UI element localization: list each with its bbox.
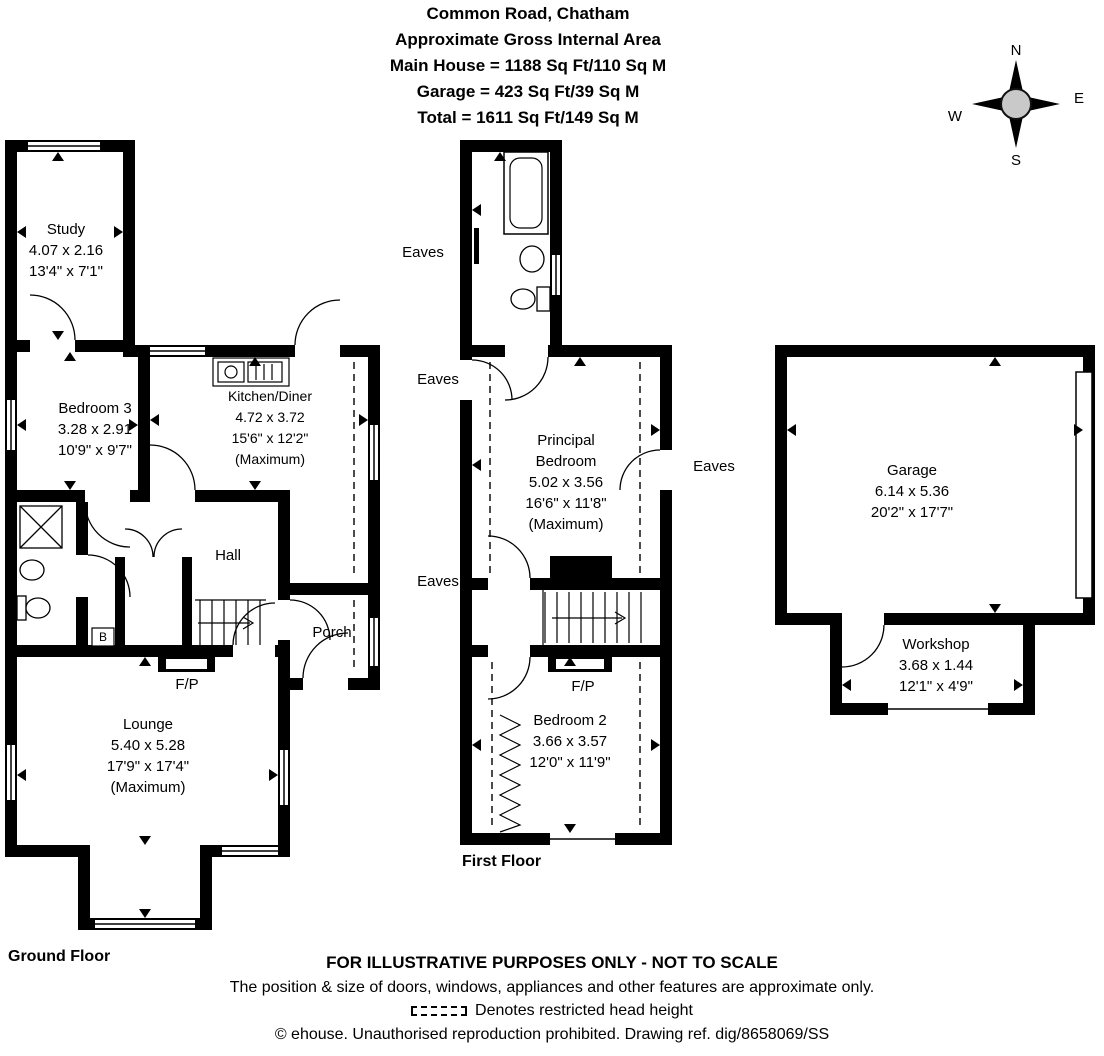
room-dim-imperial: 20'2" x 17'7" xyxy=(870,504,954,521)
room-name: Bedroom xyxy=(535,453,597,470)
room-note: (Maximum) xyxy=(235,451,305,467)
room-name: Garage xyxy=(886,462,938,479)
room-dim-metric: 4.72 x 3.72 xyxy=(235,409,305,425)
room-label-workshop: Workshop 3.68 x 1.44 12'1" x 4'9" xyxy=(856,634,1016,697)
fireplace-gf-icon xyxy=(158,645,215,672)
footer-disclaimer: FOR ILLUSTRATIVE PURPOSES ONLY - NOT TO … xyxy=(326,953,778,972)
restricted-head-height-icon xyxy=(411,1005,468,1016)
footer-legend-text: Denotes restricted head height xyxy=(475,1002,693,1019)
wardrobe-zigzag xyxy=(498,714,522,833)
gf-windows xyxy=(7,142,378,928)
room-note: (Maximum) xyxy=(528,516,604,533)
room-label-bedroom2: Bedroom 2 3.66 x 3.57 12'0" x 11'9" xyxy=(490,710,650,773)
toilet-gf-icon xyxy=(16,595,51,621)
garage-door-panel xyxy=(1075,371,1093,599)
ff-measure-markers xyxy=(472,152,660,833)
room-label-lounge: Lounge 5.40 x 5.28 17'9" x 17'4" (Maximu… xyxy=(68,714,228,798)
gf-staircase xyxy=(195,599,266,645)
room-name: Lounge xyxy=(122,716,174,733)
compass-s-label: S xyxy=(1010,152,1021,169)
header-area-garage: Garage = 423 Sq Ft/39 Sq M xyxy=(416,82,640,101)
room-dim-imperial: 12'0" x 11'9" xyxy=(529,754,611,771)
garage-plan xyxy=(775,345,1095,715)
fireplace-label-gf: F/P xyxy=(175,676,199,693)
room-dim-metric: 4.07 x 2.16 xyxy=(28,242,104,259)
room-dim-imperial: 16'6" x 11'8" xyxy=(525,495,607,512)
basin-gf-icon xyxy=(19,559,45,581)
garage-measure-markers xyxy=(787,357,1083,691)
gf-measure-markers xyxy=(17,152,368,918)
room-name: Kitchen/Diner xyxy=(227,388,313,404)
kitchen-sink-icon xyxy=(212,357,290,387)
garage-door-arcs xyxy=(841,624,885,668)
room-label-study: Study 4.07 x 2.16 13'4" x 7'1" xyxy=(6,219,126,282)
boiler-icon xyxy=(91,627,115,647)
room-note: (Maximum) xyxy=(110,779,186,796)
compass-e-label: E xyxy=(1073,90,1084,107)
room-name: Principal xyxy=(537,432,595,449)
toilet-ff-icon xyxy=(510,286,551,312)
ff-restricted-height-lines xyxy=(489,362,641,830)
eaves-label-4: Eaves xyxy=(693,458,735,475)
room-dim-imperial: 10'9" x 9'7" xyxy=(58,442,132,459)
room-dim-metric: 3.68 x 1.44 xyxy=(898,657,974,674)
bathtub-icon xyxy=(503,151,549,235)
first-floor-label: First Floor xyxy=(462,853,542,870)
footer-approx-note: The position & size of doors, windows, a… xyxy=(229,979,875,996)
first-floor-plan xyxy=(460,140,672,845)
room-name: Bedroom 2 xyxy=(533,712,607,729)
room-dim-imperial: 17'9" x 17'4" xyxy=(106,758,190,775)
room-label-bedroom3: Bedroom 3 3.28 x 2.91 10'9" x 9'7" xyxy=(25,398,165,461)
eaves-label-1: Eaves xyxy=(402,244,444,261)
header-subtitle: Approximate Gross Internal Area xyxy=(395,30,661,49)
eaves-label-3: Eaves xyxy=(417,573,459,590)
boiler-label: B xyxy=(98,630,107,644)
room-dim-metric: 5.02 x 3.56 xyxy=(528,474,604,491)
compass-w-label: W xyxy=(947,108,963,125)
room-label-kitchen: Kitchen/Diner 4.72 x 3.72 15'6" x 12'2" … xyxy=(200,386,340,470)
room-dim-imperial: 13'4" x 7'1" xyxy=(29,263,103,280)
ff-walls xyxy=(460,140,672,845)
room-dim-metric: 5.40 x 5.28 xyxy=(110,737,186,754)
header-area-total: Total = 1611 Sq Ft/149 Sq M xyxy=(417,108,639,127)
shower-icon xyxy=(19,505,63,549)
page-title: Common Road, Chatham xyxy=(426,4,630,23)
room-label-principal-bedroom: Principal Bedroom 5.02 x 3.56 16'6" x 11… xyxy=(486,430,646,535)
room-label-garage: Garage 6.14 x 5.36 20'2" x 17'7" xyxy=(832,460,992,523)
footer-copyright: © ehouse. Unauthorised reproduction proh… xyxy=(274,1026,830,1043)
eaves-label-2: Eaves xyxy=(417,371,459,388)
room-dim-metric: 3.66 x 3.57 xyxy=(532,733,608,750)
compass-rose-icon xyxy=(972,60,1060,148)
room-name: Bedroom 3 xyxy=(58,400,132,417)
room-dim-imperial: 15'6" x 12'2" xyxy=(231,430,309,446)
room-dim-metric: 3.28 x 2.91 xyxy=(57,421,133,438)
basin-ff-icon xyxy=(519,245,545,273)
ff-windows xyxy=(550,255,615,843)
garage-windows xyxy=(888,705,988,713)
ground-floor-plan xyxy=(5,140,380,930)
room-name: Study xyxy=(46,221,86,238)
fireplace-label-ff: F/P xyxy=(571,678,595,695)
header-area-main: Main House = 1188 Sq Ft/110 Sq M xyxy=(389,56,667,75)
ground-floor-label: Ground Floor xyxy=(8,948,111,965)
gf-door-arcs xyxy=(29,294,349,679)
room-name: Workshop xyxy=(902,636,970,653)
radiator-icon xyxy=(474,228,479,264)
room-label-hall: Hall xyxy=(215,547,241,564)
ff-staircase xyxy=(542,590,642,645)
ff-door-arcs xyxy=(471,356,661,700)
footer-legend-row: Denotes restricted head height xyxy=(27,1002,1077,1020)
fireplace-ff-icon xyxy=(548,645,612,672)
room-dim-metric: 6.14 x 5.36 xyxy=(874,483,950,500)
room-label-porch: Porch xyxy=(312,624,352,641)
room-dim-imperial: 12'1" x 4'9" xyxy=(899,678,973,695)
compass-n-label: N xyxy=(1010,42,1022,59)
